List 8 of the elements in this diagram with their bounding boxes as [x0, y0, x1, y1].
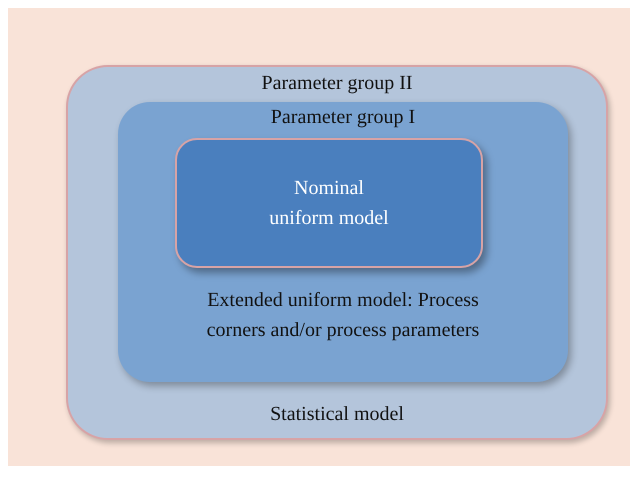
- model-label: Extended uniform model: Process corners and/or process parameters: [206, 288, 480, 343]
- rounded-panel: [66, 65, 608, 440]
- group-heading: Parameter group II: [260, 71, 414, 95]
- model-label: Nominal uniform model: [269, 176, 389, 231]
- group-heading: Parameter group I: [270, 105, 416, 129]
- rounded-panel: [118, 102, 568, 382]
- rounded-panel: [175, 138, 483, 268]
- model-label: Statistical model: [269, 402, 405, 426]
